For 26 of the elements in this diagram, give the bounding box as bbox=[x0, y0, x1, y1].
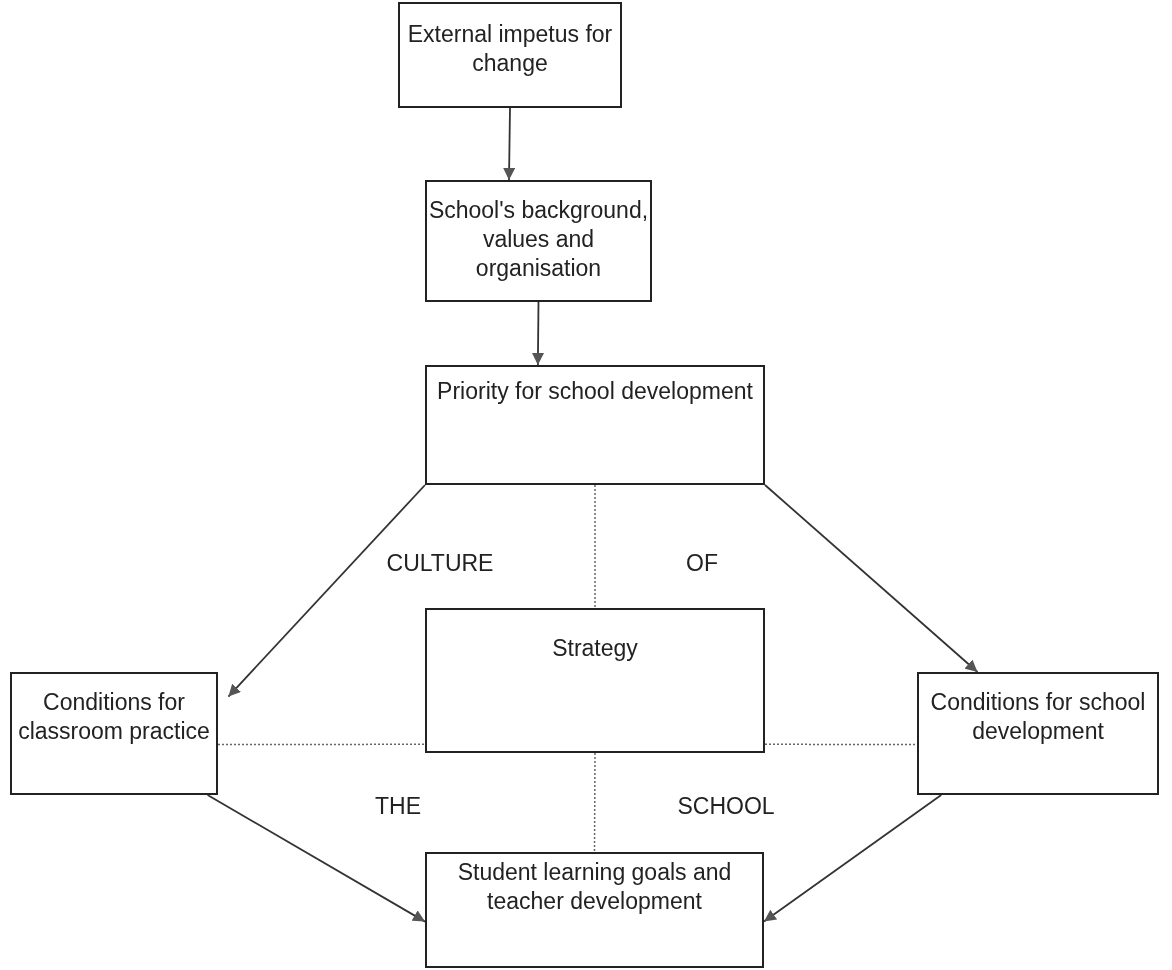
box-text: Student learning goals and teacher development bbox=[456, 858, 733, 916]
diagram-label: OF bbox=[686, 549, 718, 577]
arrow bbox=[227, 484, 426, 698]
diagram-label: SCHOOL bbox=[677, 792, 775, 820]
diagram-label: THE bbox=[375, 792, 421, 820]
box-text: Conditions for classroom practice bbox=[17, 688, 211, 746]
arrow bbox=[764, 484, 979, 673]
box-text: External impetus for change bbox=[406, 20, 614, 78]
arrow bbox=[763, 794, 943, 923]
process-box bbox=[917, 672, 1159, 795]
box-text: Strategy bbox=[552, 634, 638, 663]
process-box bbox=[425, 608, 765, 753]
process-box bbox=[398, 2, 622, 108]
process-box bbox=[425, 852, 764, 968]
dotted-line bbox=[594, 484, 596, 609]
arrow bbox=[206, 794, 426, 923]
diagram-label: CULTURE bbox=[386, 549, 494, 577]
arrow bbox=[503, 107, 516, 181]
dotted-line bbox=[593, 752, 596, 853]
box-text: School's background, values and organisation bbox=[427, 196, 650, 283]
process-box bbox=[10, 672, 218, 795]
process-box bbox=[425, 365, 765, 485]
box-text: Priority for school development bbox=[437, 377, 753, 406]
arrow bbox=[532, 301, 544, 366]
box-text: Conditions for school development bbox=[929, 688, 1147, 746]
process-box bbox=[425, 180, 652, 302]
